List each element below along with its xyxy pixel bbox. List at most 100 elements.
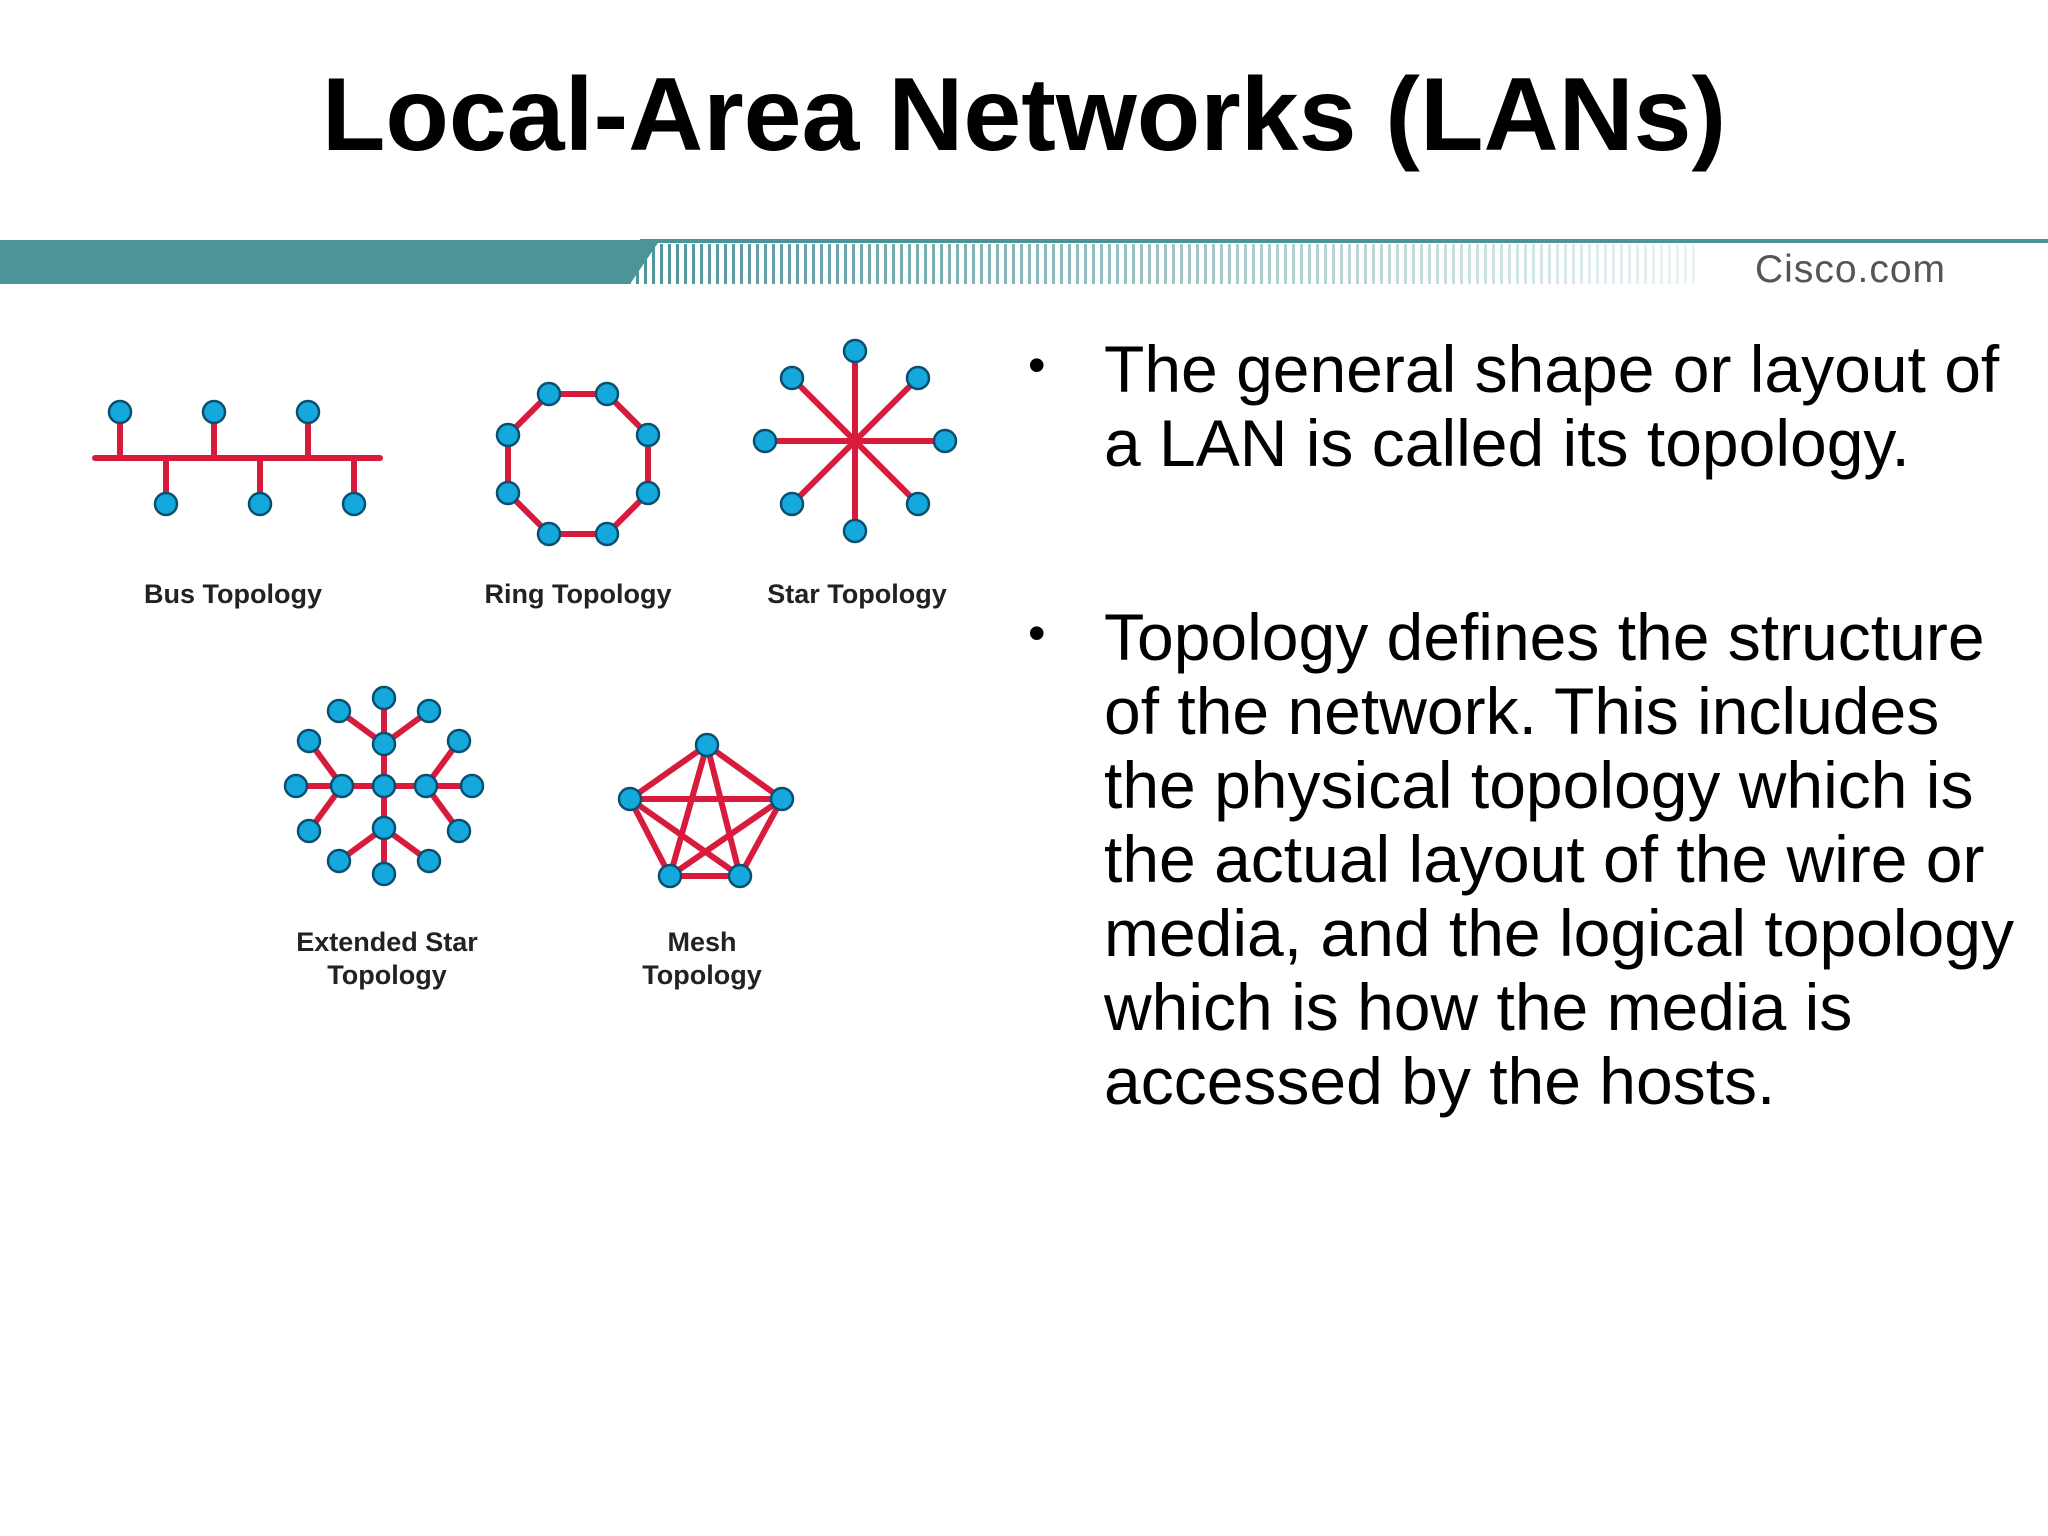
- extended-star-topology: [283, 685, 485, 887]
- host-node: [283, 773, 309, 799]
- banner-stripe: [644, 244, 647, 284]
- host-node: [416, 698, 442, 724]
- link-line: [704, 742, 743, 879]
- banner-stripe: [748, 244, 751, 284]
- banner-stripe: [668, 244, 671, 284]
- bullet-list: • The general shape or layout of a LAN i…: [1020, 332, 2030, 1238]
- banner-stripe: [684, 244, 687, 284]
- banner-stripe: [996, 244, 999, 284]
- banner-stripe: [636, 244, 639, 284]
- banner-stripe: [1148, 244, 1151, 284]
- bullet-item: • The general shape or layout of a LAN i…: [1020, 332, 2030, 480]
- banner-stripe: [1620, 244, 1623, 284]
- banner-stripe: [1116, 244, 1119, 284]
- banner-stripe: [1588, 244, 1591, 284]
- banner-stripe: [916, 244, 919, 284]
- bullet-text: The general shape or layout of a LAN is …: [1104, 332, 2000, 480]
- banner-stripe: [1436, 244, 1439, 284]
- banner-stripe: [1052, 244, 1055, 284]
- banner-bar: [0, 240, 660, 284]
- banner-stripe: [1236, 244, 1239, 284]
- banner-stripe: [1372, 244, 1375, 284]
- banner-stripe: [780, 244, 783, 284]
- host-node: [371, 861, 397, 887]
- banner-stripe: [1628, 244, 1631, 284]
- banner-stripe: [1636, 244, 1639, 284]
- banner-stripe: [716, 244, 719, 284]
- host-node: [769, 786, 795, 812]
- banner-stripe: [1484, 244, 1487, 284]
- host-node: [635, 422, 661, 448]
- banner-stripe: [1420, 244, 1423, 284]
- banner-stripe: [1580, 244, 1583, 284]
- mesh-topology-label: Mesh: [667, 927, 736, 957]
- host-node: [413, 773, 439, 799]
- star-topology-label: Star Topology: [767, 579, 947, 609]
- banner-stripe: [740, 244, 743, 284]
- banner-stripe: [700, 244, 703, 284]
- banner-stripe: [1604, 244, 1607, 284]
- banner-stripe: [828, 244, 831, 284]
- banner-stripe: [1180, 244, 1183, 284]
- host-node: [536, 521, 562, 547]
- host-node: [446, 818, 472, 844]
- banner-stripe: [1284, 244, 1287, 284]
- banner-stripe: [972, 244, 975, 284]
- banner-stripe: [628, 244, 631, 284]
- link-line: [627, 796, 673, 879]
- host-node: [905, 491, 931, 517]
- banner-stripe: [1036, 244, 1039, 284]
- banner-stripe: [1540, 244, 1543, 284]
- banner-stripe: [804, 244, 807, 284]
- banner-stripe: [1356, 244, 1359, 284]
- link-line: [852, 438, 921, 507]
- mesh-topology: [617, 732, 795, 889]
- header-banner: [0, 239, 2048, 284]
- host-node: [594, 381, 620, 407]
- host-node: [905, 365, 931, 391]
- banner-stripe: [1644, 244, 1647, 284]
- banner-stripe: [1292, 244, 1295, 284]
- banner-stripe: [1188, 244, 1191, 284]
- link-line: [667, 796, 785, 879]
- banner-stripe: [788, 244, 791, 284]
- banner-stripe: [1468, 244, 1471, 284]
- banner-stripe: [1300, 244, 1303, 284]
- banner-stripe: [1556, 244, 1559, 284]
- host-node: [247, 491, 273, 517]
- banner-stripe: [1532, 244, 1535, 284]
- bullet-text: Topology defines the structure of the ne…: [1104, 600, 2014, 1118]
- banner-stripe: [1572, 244, 1575, 284]
- host-node: [371, 815, 397, 841]
- banner-stripe: [1388, 244, 1391, 284]
- bus-topology: [92, 399, 383, 517]
- banner-stripe: [1548, 244, 1551, 284]
- host-node: [727, 863, 753, 889]
- banner-stripe: [1452, 244, 1455, 284]
- banner-stripe: [868, 244, 871, 284]
- host-node: [446, 728, 472, 754]
- banner-stripe: [1492, 244, 1495, 284]
- banner-stripe: [1676, 244, 1679, 284]
- banner-stripe: [1100, 244, 1103, 284]
- host-node: [329, 773, 355, 799]
- banner-stripe: [1364, 244, 1367, 284]
- host-node: [536, 381, 562, 407]
- banner-stripe: [932, 244, 935, 284]
- banner-stripe: [1260, 244, 1263, 284]
- host-node: [296, 818, 322, 844]
- banner-stripe: [708, 244, 711, 284]
- banner-stripe: [724, 244, 727, 284]
- star-topology: [752, 338, 958, 544]
- banner-stripe: [1596, 244, 1599, 284]
- banner-stripe: [1652, 244, 1655, 284]
- host-node: [635, 480, 661, 506]
- host-node: [779, 365, 805, 391]
- host-node: [779, 491, 805, 517]
- banner-stripe: [876, 244, 879, 284]
- banner-stripe: [884, 244, 887, 284]
- banner-stripe: [1476, 244, 1479, 284]
- banner-stripe: [1308, 244, 1311, 284]
- ring-topology: [495, 381, 661, 547]
- banner-stripe: [1660, 244, 1663, 284]
